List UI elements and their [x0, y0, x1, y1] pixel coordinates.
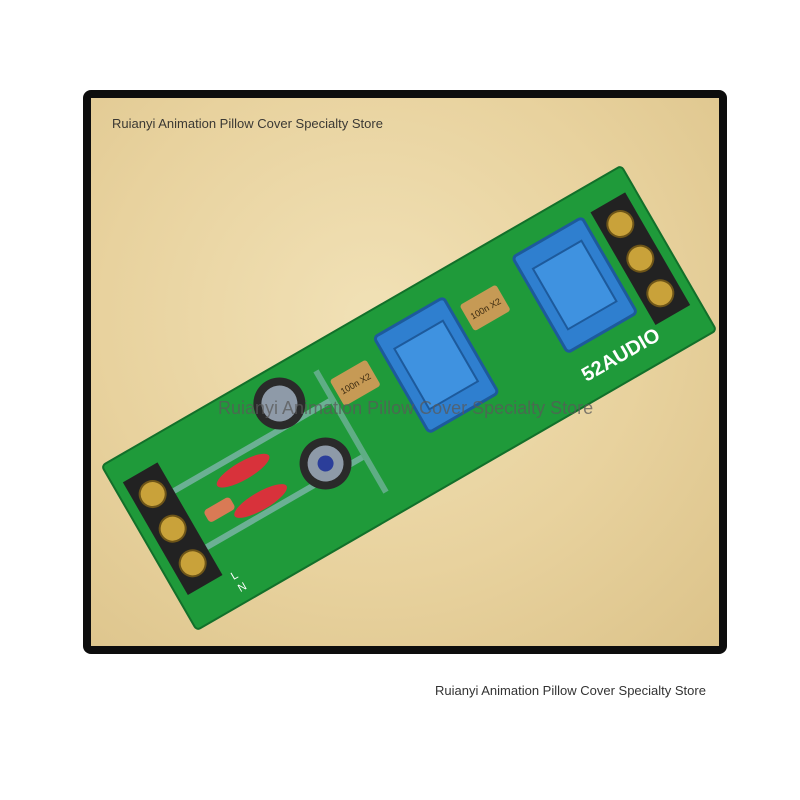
terminal-block-right	[590, 192, 691, 325]
red-component	[234, 484, 287, 518]
terminal-label-l: L	[229, 569, 240, 582]
electrolytic-capacitor-1	[253, 377, 306, 430]
x2-capacitor-1: 100n X2	[330, 360, 380, 406]
resistor	[204, 497, 235, 522]
pcb-illustration: 100n X2 100n X2	[102, 166, 716, 630]
x2-capacitor-2: 100n X2	[460, 285, 510, 331]
red-component	[216, 453, 270, 488]
watermark-center: Ruianyi Animation Pillow Cover Specialty…	[218, 398, 594, 418]
product-photo: 100n X2 100n X2	[91, 98, 719, 646]
photo-frame: 100n X2 100n X2	[83, 90, 727, 654]
terminal-block-left	[122, 462, 223, 595]
electrolytic-capacitor-2	[299, 437, 352, 490]
store-caption: Ruianyi Animation Pillow Cover Specialty…	[435, 683, 706, 698]
common-mode-choke-2	[512, 217, 637, 353]
watermark-top: Ruianyi Animation Pillow Cover Specialty…	[112, 116, 383, 131]
common-mode-choke-1	[373, 297, 499, 433]
